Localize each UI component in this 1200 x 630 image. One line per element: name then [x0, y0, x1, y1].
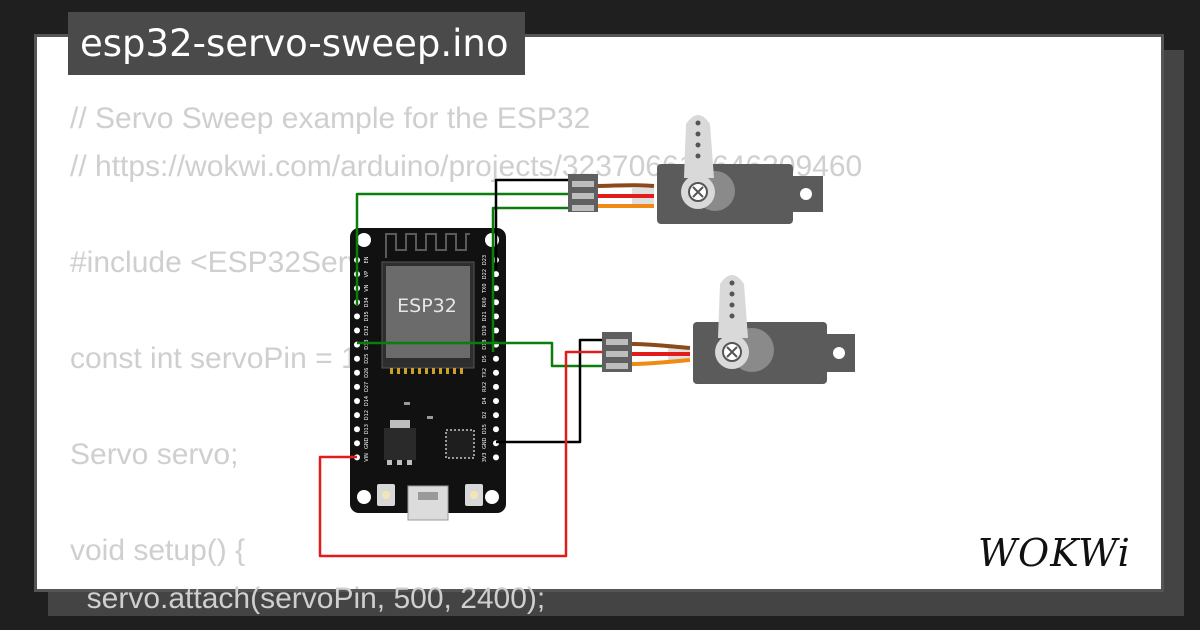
header-pin[interactable] — [493, 454, 499, 461]
pin-label: D13 — [364, 424, 370, 434]
servo-motor-2[interactable] — [602, 275, 855, 384]
header-pin[interactable] — [493, 285, 499, 292]
wokwi-logo: WOKWi — [978, 531, 1131, 575]
pin-label: D33 — [364, 339, 370, 349]
wire-gnd-servo-2[interactable] — [496, 338, 602, 444]
pin-label: RX0 — [482, 297, 488, 307]
wire-signal-servo-1[interactable] — [355, 192, 568, 306]
pin-label: D18 — [482, 339, 488, 349]
code-line: servo.attach(servoPin, 500, 2400); — [70, 582, 546, 615]
pin-label: D5 — [482, 355, 488, 362]
pin-label: D26 — [364, 368, 370, 378]
pin-label: GND — [482, 437, 488, 449]
usb-port — [407, 485, 449, 521]
wire-signal-servo-1b[interactable] — [491, 206, 568, 352]
smd-part — [427, 416, 433, 419]
header-pin[interactable] — [354, 398, 360, 404]
wire-gnd-servo-1[interactable] — [494, 178, 568, 270]
pin-label: EN — [364, 256, 370, 263]
wires — [318, 178, 602, 558]
header-pin[interactable] — [354, 440, 360, 447]
usb-uart-chip — [445, 429, 475, 459]
header-pin[interactable] — [493, 383, 499, 390]
left-pin-header — [354, 257, 360, 461]
pin-label: D25 — [364, 354, 370, 364]
header-pin[interactable] — [354, 369, 360, 376]
reset-button[interactable] — [465, 484, 483, 506]
pin-label: D19 — [482, 325, 488, 335]
pin-label: D12 — [364, 410, 370, 420]
file-title: esp32-servo-sweep.ino — [68, 12, 525, 75]
header-pin[interactable] — [354, 313, 360, 320]
pin-label: VN — [364, 284, 370, 291]
pin-label: D21 — [482, 311, 488, 321]
pin-label: D34 — [364, 297, 370, 307]
servo-motor-1[interactable] — [568, 115, 823, 224]
preview-card: // Servo Sweep example for the ESP32// h… — [34, 34, 1164, 615]
pin-label: D32 — [364, 325, 370, 335]
smd-part — [404, 402, 410, 405]
esp32-board[interactable]: ESP32 — [350, 228, 506, 521]
header-pin[interactable] — [493, 369, 499, 376]
pin-label: RX2 — [482, 382, 488, 392]
pin-label: D23 — [482, 255, 488, 265]
pin-label: D15 — [482, 424, 488, 434]
pin-label: TX0 — [482, 283, 488, 294]
pin-label: GND — [364, 437, 370, 449]
wire-signal-servo-2[interactable] — [357, 341, 602, 368]
header-pin[interactable] — [354, 426, 360, 433]
code-line: void setup() { — [70, 534, 246, 567]
header-pin[interactable] — [493, 313, 499, 320]
pin-label: VIN — [364, 453, 370, 462]
module-pads — [390, 368, 463, 374]
pin-label: TX2 — [482, 368, 488, 379]
pin-label: 3V3 — [482, 453, 488, 463]
header-pin[interactable] — [493, 299, 499, 306]
pin-label: D22 — [482, 269, 488, 279]
header-pin[interactable] — [354, 383, 360, 390]
header-pin[interactable] — [493, 327, 499, 334]
pin-label: D14 — [364, 396, 370, 406]
boot-button[interactable] — [377, 484, 395, 506]
header-pin[interactable] — [493, 412, 499, 419]
pin-label: D2 — [482, 412, 488, 419]
chip-label: ESP32 — [397, 295, 457, 317]
header-pin[interactable] — [354, 355, 360, 362]
code-line: Servo servo; — [70, 438, 239, 471]
wire-vin-power[interactable] — [318, 350, 602, 558]
header-pin[interactable] — [493, 271, 499, 278]
header-pin[interactable] — [354, 327, 360, 334]
code-line: // Servo Sweep example for the ESP32 — [70, 102, 591, 135]
pin-label: D27 — [364, 382, 370, 392]
code-background: // Servo Sweep example for the ESP32// h… — [70, 95, 862, 623]
voltage-regulator — [384, 420, 416, 465]
header-pin[interactable] — [493, 426, 499, 433]
right-pin-header — [493, 257, 499, 461]
logo-text: WOKWi — [978, 531, 1131, 575]
header-pin[interactable] — [493, 398, 499, 404]
header-pin[interactable] — [354, 412, 360, 419]
pin-label: VP — [364, 271, 370, 277]
pin-label: D4 — [482, 397, 488, 404]
header-pin[interactable] — [493, 355, 499, 362]
pin-label: D35 — [364, 311, 370, 321]
